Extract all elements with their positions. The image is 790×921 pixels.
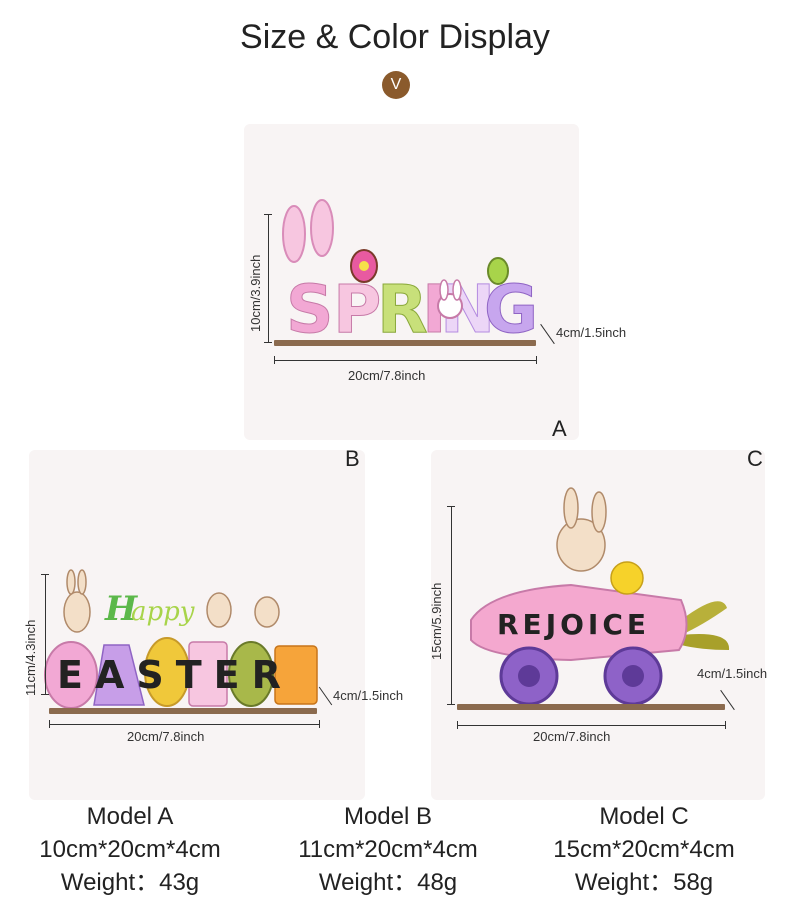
- depth-label: 4cm/1.5inch: [556, 325, 627, 340]
- height-label: 10cm/3.9inch: [248, 254, 263, 332]
- model-size: 10cm*20cm*4cm: [39, 836, 221, 863]
- width-label: 20cm/7.8inch: [127, 729, 205, 744]
- page-title: Size & Color Display: [240, 18, 550, 56]
- dimension-tick: [41, 574, 49, 575]
- dimension-tick: [457, 721, 458, 729]
- dimension-tick: [264, 342, 272, 343]
- depth-label: 4cm/1.5inch: [697, 666, 768, 681]
- chevron-down-icon: V: [382, 71, 410, 99]
- product-panel-b: H appy EASTER 11cm/4.3inch 20cm/7.8inch …: [23, 446, 403, 800]
- height-label: 11cm/4.3inch: [23, 619, 38, 696]
- svg-text:P: P: [333, 271, 381, 348]
- model-name: Model B: [343, 803, 433, 830]
- svg-text:G: G: [484, 271, 538, 348]
- panel-letter-c: C: [747, 446, 763, 471]
- wood-base: [49, 708, 317, 714]
- svg-text:H: H: [104, 589, 139, 629]
- product-panel-a: S P R I N G 10cm/3.9inch 20cm/7.8inch 4c…: [244, 124, 626, 441]
- height-dimension-line: [45, 574, 46, 694]
- carrot-car-illustration: [470, 487, 730, 706]
- dimension-tick: [725, 721, 726, 729]
- product-panel-c: REJOICE 15cm/5.9inch 20cm/7.8inch 4cm/1.…: [429, 446, 768, 800]
- height-label: 15cm/5.9inch: [429, 582, 444, 660]
- panel-letter-b: B: [345, 446, 360, 471]
- model-spec-c: Model C 15cm*20cm*4cm Weight：58g: [524, 800, 764, 899]
- word-letters: REJOICE: [497, 608, 651, 641]
- height-dimension-line: [451, 506, 452, 704]
- dimension-tick: [536, 356, 537, 364]
- spring-sign-illustration: S P R I N G: [282, 199, 539, 349]
- dimension-tick: [319, 720, 320, 728]
- svg-text:S: S: [286, 271, 334, 348]
- svg-text:R: R: [377, 271, 428, 348]
- model-name: Model C: [599, 803, 689, 830]
- dimension-tick: [41, 694, 49, 695]
- model-spec-b: Model B 11cm*20cm*4cm Weight：48g: [268, 800, 508, 899]
- model-weight: Weight：43g: [60, 869, 200, 896]
- dimension-tick: [447, 704, 455, 705]
- height-dimension-line: [268, 214, 269, 342]
- wood-base: [274, 340, 536, 346]
- model-size: 15cm*20cm*4cm: [553, 836, 735, 863]
- wood-base: [457, 704, 725, 710]
- dimension-tick: [274, 356, 275, 364]
- word-letters: EASTER: [57, 653, 293, 697]
- dimension-tick: [49, 720, 50, 728]
- depth-label: 4cm/1.5inch: [333, 688, 404, 703]
- model-weight: Weight：48g: [318, 869, 458, 896]
- model-size: 11cm*20cm*4cm: [298, 836, 478, 863]
- easter-sign-illustration: H appy: [44, 569, 318, 709]
- width-dimension-line: [457, 725, 725, 726]
- model-spec-a: Model A 10cm*20cm*4cm Weight：43g: [10, 800, 250, 899]
- model-name: Model A: [86, 803, 174, 830]
- width-dimension-line: [49, 724, 319, 725]
- svg-text:appy: appy: [131, 597, 195, 627]
- width-label: 20cm/7.8inch: [348, 368, 426, 383]
- dimension-tick: [447, 506, 455, 507]
- dimension-tick: [264, 214, 272, 215]
- model-weight: Weight：58g: [574, 869, 714, 896]
- width-label: 20cm/7.8inch: [533, 729, 611, 744]
- width-dimension-line: [274, 360, 536, 361]
- panel-letter-a: A: [552, 416, 567, 441]
